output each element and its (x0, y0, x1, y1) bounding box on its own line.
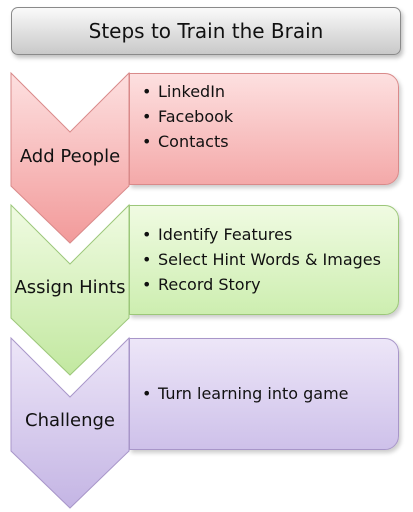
step-1-item: Facebook (130, 104, 398, 129)
step-2-item: Record Story (130, 272, 398, 297)
step-1-item: LinkedIn (130, 79, 398, 104)
step-2-item: Identify Features (130, 222, 398, 247)
step-1-label: Add People (19, 146, 121, 167)
step-3-details: Turn learning into game (129, 338, 399, 450)
step-2-item: Select Hint Words & Images (130, 247, 398, 272)
step-1-chevron (10, 71, 130, 244)
diagram-title: Steps to Train the Brain (11, 7, 401, 55)
step-3-label: Challenge (25, 410, 115, 431)
step-1-item: Contacts (130, 129, 398, 154)
step-1-details: LinkedIn Facebook Contacts (129, 73, 399, 185)
step-2-details: Identify Features Select Hint Words & Im… (129, 205, 399, 315)
step-3-chevron (10, 336, 130, 509)
step-2-chevron (10, 203, 130, 376)
step-2-label: Assign Hints (14, 277, 126, 298)
step-3-item: Turn learning into game (130, 381, 398, 406)
